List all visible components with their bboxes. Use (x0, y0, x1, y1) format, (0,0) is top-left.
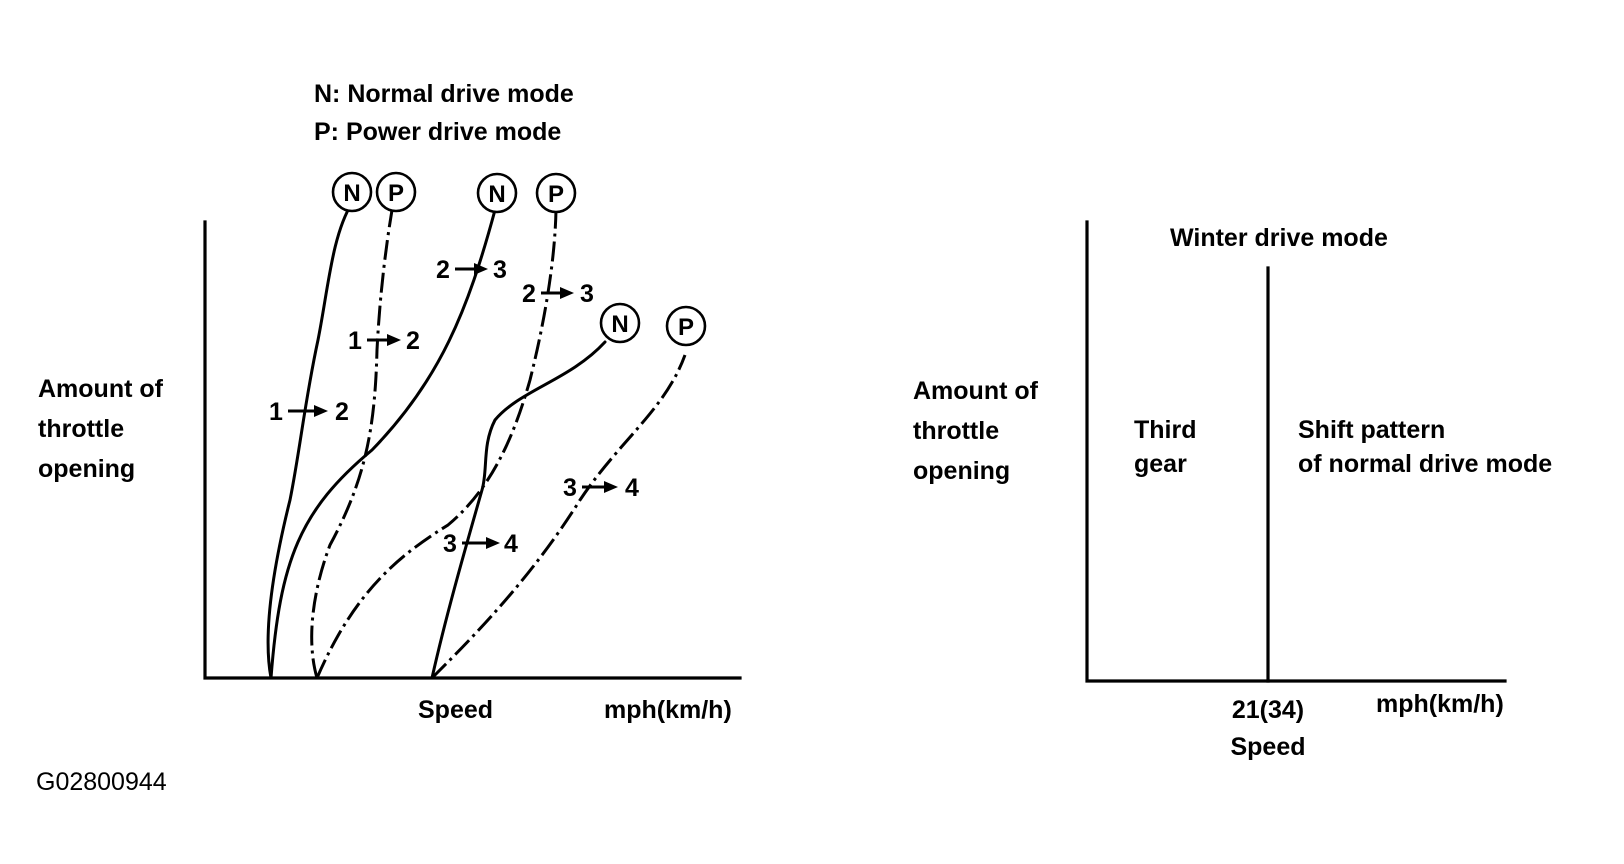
right-x-label: Speed (1230, 733, 1305, 761)
left-x-unit: mph(km/h) (604, 696, 732, 724)
right-y-label-line3: opening (913, 457, 1010, 485)
marker-p-2-3-circle (535, 172, 577, 214)
shift-label-p-1-2: 1 2 (348, 327, 420, 355)
shift-label-p-3-4-to: 4 (625, 474, 639, 502)
shift-label-p-2-3: 2 3 (522, 280, 594, 308)
marker-p-2-3-letter: P (548, 181, 564, 208)
left-y-label-line3: opening (38, 455, 135, 483)
marker-n-3-4-circle (599, 302, 641, 344)
region-normal-pattern-line2: of normal drive mode (1298, 450, 1552, 478)
shift-label-p-2-3-to: 3 (580, 280, 594, 308)
shift-label-p-1-2-to: 2 (406, 327, 420, 355)
shift-label-p-1-2-from: 1 (348, 327, 362, 355)
shift-arrowhead-n-1-2 (314, 405, 328, 417)
left-x-label: Speed (418, 696, 493, 724)
left-y-label-line1: Amount of (38, 375, 164, 403)
right-chart: Winter drive mode Amount of throttle ope… (913, 220, 1552, 761)
right-chart-axes (1085, 220, 1507, 683)
shift-label-n-1-2-to: 2 (335, 398, 349, 426)
shift-label-n-3-4-to: 4 (504, 530, 518, 558)
shift-label-n-2-3: 2 3 (436, 256, 507, 284)
shift-label-n-1-2-from: 1 (269, 398, 283, 426)
shift-arrowhead-n-2-3 (474, 263, 488, 275)
shift-label-n-2-3-to: 3 (493, 256, 507, 284)
shift-arrowhead-p-1-2 (387, 334, 401, 346)
marker-p-2-3: P (535, 172, 577, 214)
marker-n-1-2-circle (331, 171, 373, 213)
shift-label-n-3-4-from: 3 (443, 530, 457, 558)
left-chart: Amount of throttle opening Speed mph(km/… (38, 171, 742, 724)
shift-label-n-2-3-from: 2 (436, 256, 450, 284)
marker-n-2-3-letter: N (488, 181, 505, 208)
right-x-unit: mph(km/h) (1376, 690, 1504, 718)
right-chart-title: Winter drive mode (1170, 224, 1388, 252)
threshold-speed-label: 21(34) (1232, 696, 1304, 724)
shift-curve-p-1-2 (310, 209, 394, 679)
shift-label-p-2-3-from: 2 (522, 280, 536, 308)
figure-id: G02800944 (36, 768, 167, 796)
marker-p-3-4-circle (665, 305, 707, 347)
shift-curve-p-3-4 (430, 354, 687, 680)
shift-curve-n-3-4 (430, 340, 607, 680)
right-y-label-line1: Amount of (913, 377, 1039, 405)
marker-p-1-2-letter: P (388, 180, 404, 207)
marker-p-1-2-circle (375, 171, 417, 213)
shift-label-p-3-4-from: 3 (563, 474, 577, 502)
marker-n-2-3: N (476, 172, 518, 214)
legend-power: P: Power drive mode (314, 118, 561, 146)
shift-arrowhead-p-2-3 (560, 287, 574, 299)
right-y-label-line2: throttle (913, 417, 999, 445)
region-third-gear-line2: gear (1134, 450, 1187, 478)
marker-n-1-2: N (331, 171, 373, 213)
marker-n-3-4-letter: N (611, 311, 628, 338)
shift-label-n-1-2: 1 2 (269, 398, 349, 426)
left-chart-axes (203, 220, 742, 680)
shift-curve-n-2-3 (269, 208, 497, 680)
marker-n-1-2-letter: N (343, 180, 360, 207)
region-third-gear-line1: Third (1134, 416, 1197, 444)
shift-label-n-3-4: 3 4 (443, 530, 518, 558)
left-y-label-line2: throttle (38, 415, 124, 443)
region-normal-pattern-line1: Shift pattern (1298, 416, 1445, 444)
marker-n-3-4: N (599, 302, 641, 344)
shift-arrowhead-n-3-4 (486, 537, 500, 549)
marker-p-1-2: P (375, 171, 417, 213)
shift-label-p-3-4: 3 4 (563, 474, 639, 502)
legend-normal: N: Normal drive mode (314, 80, 574, 108)
shift-arrowhead-p-3-4 (604, 481, 618, 493)
shift-curve-n-1-2 (266, 201, 354, 680)
marker-p-3-4-letter: P (678, 314, 694, 341)
marker-n-2-3-circle (476, 172, 518, 214)
marker-p-3-4: P (665, 305, 707, 347)
